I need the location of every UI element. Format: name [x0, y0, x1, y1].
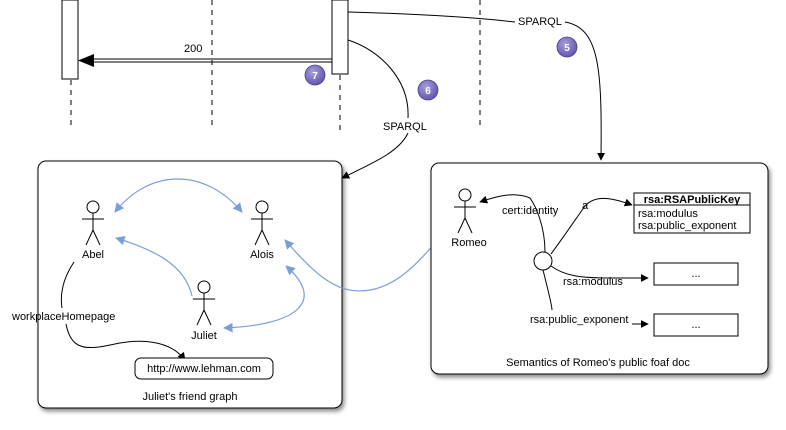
- step-badge-5: 5: [556, 36, 578, 58]
- friend-graph-caption: Juliet's friend graph: [142, 391, 237, 403]
- return-arrow-200: [78, 54, 332, 67]
- type-a-label: a: [582, 200, 589, 212]
- rsa-public-key-class: rsa:RSAPublicKey rsa:modulus rsa:public_…: [633, 192, 751, 234]
- rsa-class-field-exponent: rsa:public_exponent: [638, 220, 736, 232]
- modulus-value: ...: [691, 268, 700, 280]
- modulus-value-box: [653, 262, 739, 286]
- actor-alois: [251, 200, 273, 246]
- sparql-arrow-to-foaf: [347, 11, 601, 160]
- homepage-url: http://www.lehman.com: [147, 363, 261, 375]
- edge-rsa-exponent: [542, 269, 648, 324]
- rsa-exponent-label: rsa:public_exponent: [530, 314, 628, 326]
- activation-bar-left: [61, 0, 79, 80]
- edge-type-a: [550, 197, 633, 255]
- foaf-doc-caption: Semantics of Romeo's public foaf doc: [506, 357, 690, 369]
- return-label: 200: [184, 43, 202, 55]
- svg-text:7: 7: [312, 71, 318, 82]
- actor-romeo: [454, 188, 476, 234]
- svg-text:5: 5: [564, 43, 570, 54]
- sparql-label-mid: SPARQL: [383, 121, 427, 133]
- actor-alois-label: Alois: [250, 249, 274, 261]
- actor-abel-label: Abel: [82, 249, 104, 261]
- friend-graph-box: Juliet's friend graph: [37, 160, 343, 409]
- link-alois-romeo: [284, 231, 446, 292]
- cert-identity-label: cert:identity: [502, 205, 559, 217]
- svg-text:6: 6: [425, 86, 431, 97]
- rsa-modulus-label: rsa:modulus: [563, 276, 623, 288]
- actor-juliet-label: Juliet: [191, 330, 217, 342]
- actor-romeo-label: Romeo: [451, 237, 486, 249]
- activation-bar-right: [331, 0, 349, 75]
- link-abel-alois: [114, 178, 243, 213]
- sparql-label-top: SPARQL: [518, 16, 562, 28]
- actor-abel: [82, 200, 104, 246]
- exponent-value-box: [653, 313, 739, 337]
- edge-workplace-homepage: [60, 261, 185, 360]
- edge-rsa-modulus: [550, 265, 649, 282]
- link-juliet-abel: [115, 235, 193, 297]
- rsa-class-field-modulus: rsa:modulus: [638, 208, 698, 220]
- sparql-arrow-to-friend-graph: [342, 39, 409, 178]
- edge-cert-identity: [479, 194, 546, 253]
- exponent-value: ...: [691, 319, 700, 331]
- sequence-fragment: 200: [61, 0, 481, 130]
- edge-workplace-homepage-label: workplaceHomepage: [11, 311, 115, 323]
- step-badge-6: 6: [417, 79, 439, 101]
- rsa-class-title: rsa:RSAPublicKey: [644, 194, 741, 206]
- blank-node: [533, 251, 553, 271]
- actor-juliet: [193, 280, 215, 326]
- step-badge-7: 7: [304, 64, 326, 86]
- homepage-node: http://www.lehman.com: [134, 357, 274, 380]
- link-juliet-alois: [223, 265, 305, 333]
